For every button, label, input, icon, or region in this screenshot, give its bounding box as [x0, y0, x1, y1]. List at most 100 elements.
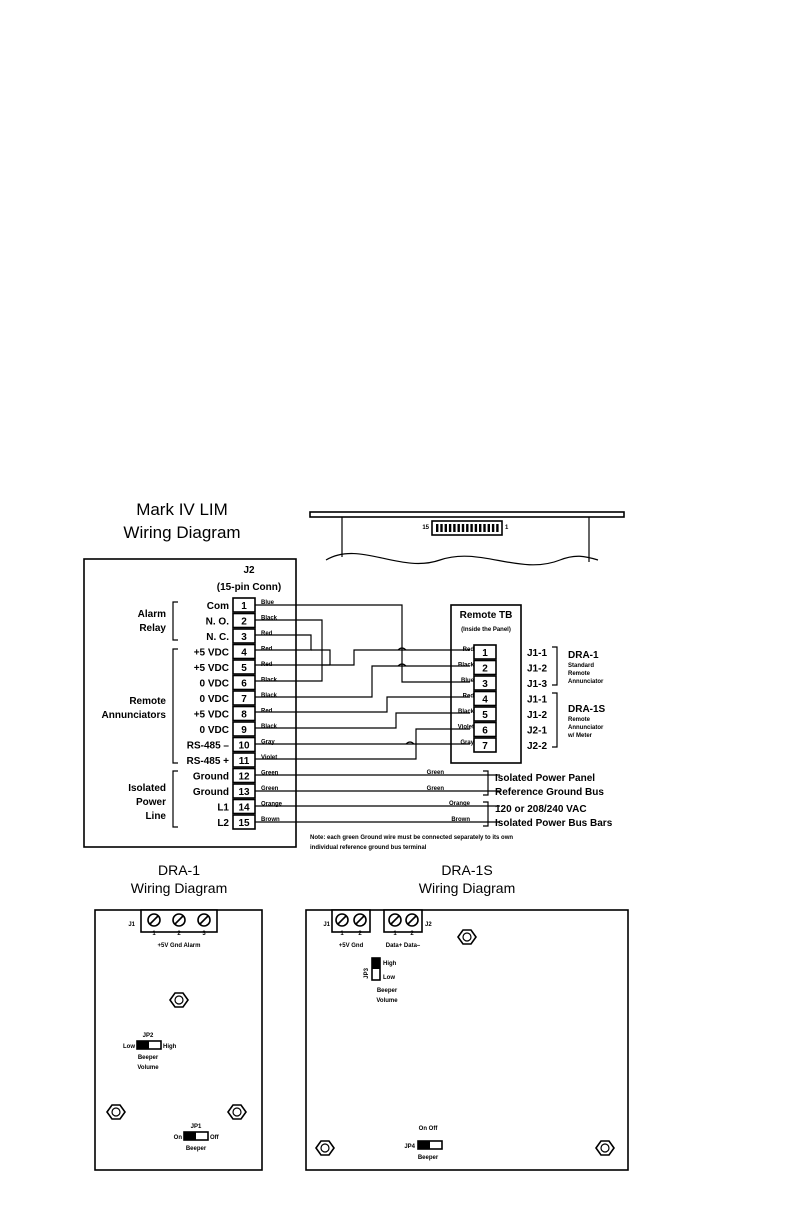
dra1-ref-title: DRA-1: [568, 650, 599, 661]
tb-pin-number: 5: [482, 710, 488, 721]
panel-connector-left-label: 15: [422, 525, 429, 531]
terminal-screw-slot: [390, 915, 400, 925]
dra1s-standoff-left: [315, 1140, 335, 1156]
panel-connector-right-label: 1: [505, 525, 509, 531]
dra1s-jp3-low: Low: [383, 975, 395, 981]
j2-pin-label: 0 VDC: [200, 725, 229, 736]
j2-wire-color: Violet: [261, 755, 277, 761]
dra1-ref-desc-3: Annunciator: [568, 679, 604, 685]
j2-pin-box: [232, 659, 256, 675]
j2-wire-color: Black: [261, 616, 278, 622]
tb-pin-ref: J1-3: [527, 679, 547, 690]
panel-connector-pin: [461, 524, 465, 532]
dra1-jp2-low: Low: [123, 1044, 135, 1050]
dra1s-jp3-shunt: [372, 958, 380, 969]
dra1-title-line1: DRA-1: [158, 862, 200, 878]
j2-wire-color: Orange: [261, 802, 283, 808]
dra1s-title-line2: Wiring Diagram: [419, 880, 515, 896]
tb-wire-color: Violet: [458, 725, 474, 731]
tb-wire-color: Black: [458, 709, 475, 715]
remote-tb-title: Remote TB: [460, 610, 513, 621]
dra1-jp2-shunt: [137, 1041, 149, 1049]
note-line-1: Note: each green Ground wire must be con…: [310, 835, 513, 841]
panel-connector-pin: [487, 524, 490, 532]
dra1s-beeper-volume-1: Beeper: [377, 988, 398, 994]
tb-pin-number: 3: [482, 679, 488, 690]
j2-pin-number: 7: [241, 694, 247, 705]
panel-connector-pin: [457, 524, 460, 532]
panel-connector-pin: [483, 524, 486, 532]
j2-pin-number: 3: [241, 632, 247, 643]
j2-pin-number: 14: [238, 803, 250, 814]
j2-pin-label: Ground: [193, 772, 229, 783]
terminal-screw: [335, 913, 349, 927]
group-remote-1: Remote: [129, 696, 166, 707]
dra1s-standoff-right: [595, 1140, 615, 1156]
j2-pin-label: RS-485 –: [187, 741, 230, 752]
dra1s-jp3-high: High: [383, 961, 397, 967]
j2-pin-number: 11: [239, 756, 250, 767]
dra1s-jp4-onoff: On Off: [419, 1126, 439, 1132]
terminal-screw: [147, 913, 161, 927]
j2-pin-label: +5 VDC: [194, 663, 229, 674]
panel-connector-pin: [466, 524, 469, 532]
tb-pin-ref: J2-2: [527, 741, 547, 752]
j2-pin-number: 13: [238, 787, 250, 798]
tb-pin-box: [473, 706, 497, 722]
ground-note-2: Reference Ground Bus: [495, 787, 604, 798]
terminal-number: 1: [340, 931, 344, 937]
terminal-screw: [353, 913, 367, 927]
j2-pin-box: [232, 721, 256, 737]
dra1s-j2-label: J2: [425, 922, 432, 928]
j2-pin-box: [232, 643, 256, 660]
power-note-2: Isolated Power Bus Bars: [495, 818, 613, 829]
j2-wire-color: Red: [261, 709, 273, 715]
j2-pin-box: [232, 690, 256, 706]
j2-wire-color: Red: [261, 662, 273, 668]
terminal-number: 2: [410, 931, 414, 937]
j2-pin-box: [232, 705, 256, 722]
j2-pin-box: [232, 752, 256, 768]
dra1-term-labels: +5V Gnd Alarm: [158, 943, 201, 949]
dra1s-jp4-shunt: [418, 1141, 430, 1149]
terminal-screw-slot: [199, 915, 209, 925]
terminal-number: 1: [152, 931, 156, 937]
dra1-standoff-left: [106, 1104, 126, 1120]
panel-connector-pin: [491, 524, 495, 532]
panel-connector-pin: [444, 524, 447, 532]
tb-pin-number: 1: [482, 648, 488, 659]
group-iso-1: Isolated: [128, 783, 166, 794]
dra-brackets: [552, 646, 558, 748]
j2-wire-color: Green: [261, 771, 279, 777]
j2-pin-number: 8: [241, 710, 247, 721]
tb-wire-color: Black: [458, 663, 475, 669]
power-note-1: 120 or 208/240 VAC: [495, 804, 587, 815]
terminal-screw: [405, 913, 419, 927]
j2-pin-number: 4: [241, 648, 247, 659]
tb-pin-box: [473, 675, 497, 691]
j2-wire-color: Gray: [261, 740, 275, 746]
dra1-board: [94, 909, 263, 1171]
dra1-beeper-volume-1: Beeper: [138, 1055, 159, 1061]
tb-pin-box: [473, 659, 497, 676]
j2-pin-label: L2: [217, 818, 229, 829]
j2-wire-color: Black: [261, 724, 278, 730]
lim-title-line1: Mark IV LIM: [136, 500, 228, 519]
connector-name: J2: [243, 565, 255, 576]
dra1s-ref-desc-2: Annunciator: [568, 725, 604, 731]
tb-pin-number: 4: [482, 695, 488, 706]
j2-pin-box: [232, 628, 256, 644]
dra1s-board: [305, 909, 629, 1171]
terminal-screw-slot: [149, 915, 159, 925]
dra1s-j1-labels: +5V Gnd: [339, 943, 364, 949]
j2-pin-number: 1: [241, 601, 247, 612]
wire-label-l2-right: Brown: [451, 817, 470, 823]
tb-pin-ref: J1-2: [527, 710, 547, 721]
tb-pin-ref: J1-1: [527, 648, 547, 659]
group-iso-3: Line: [145, 811, 166, 822]
group-brackets: [172, 601, 178, 828]
